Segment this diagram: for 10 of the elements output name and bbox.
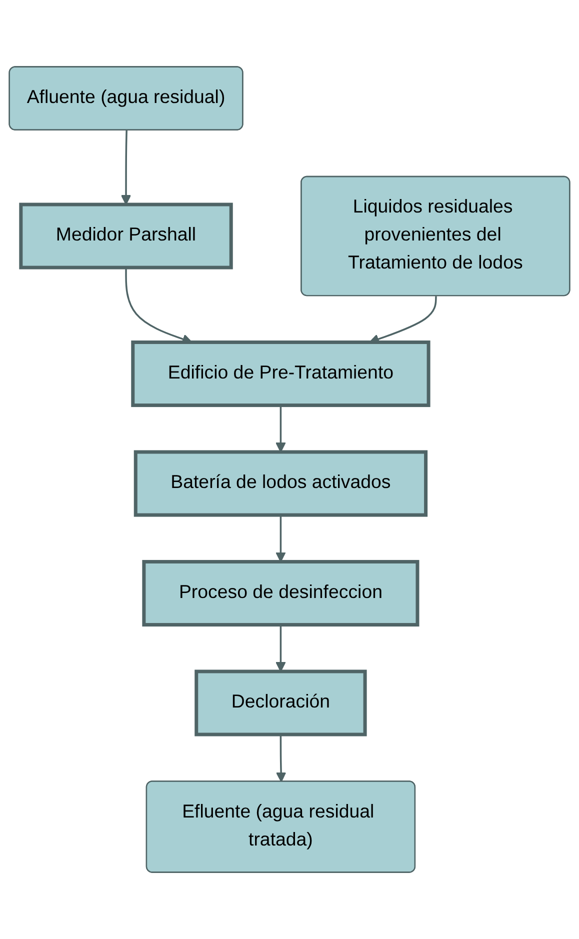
arrow	[276, 624, 286, 672]
node-box: Proceso de desinfeccion	[142, 560, 420, 627]
node-box: Decloración	[194, 670, 367, 736]
arrow	[276, 734, 286, 782]
node-box: Edificio de Pre-Tratamiento	[131, 340, 430, 408]
node-box: Batería de lodos activados	[134, 450, 428, 517]
arrow	[276, 515, 286, 562]
arrow	[120, 130, 132, 205]
arrow	[276, 405, 286, 452]
node-box: Medidor Parshall	[19, 202, 233, 270]
